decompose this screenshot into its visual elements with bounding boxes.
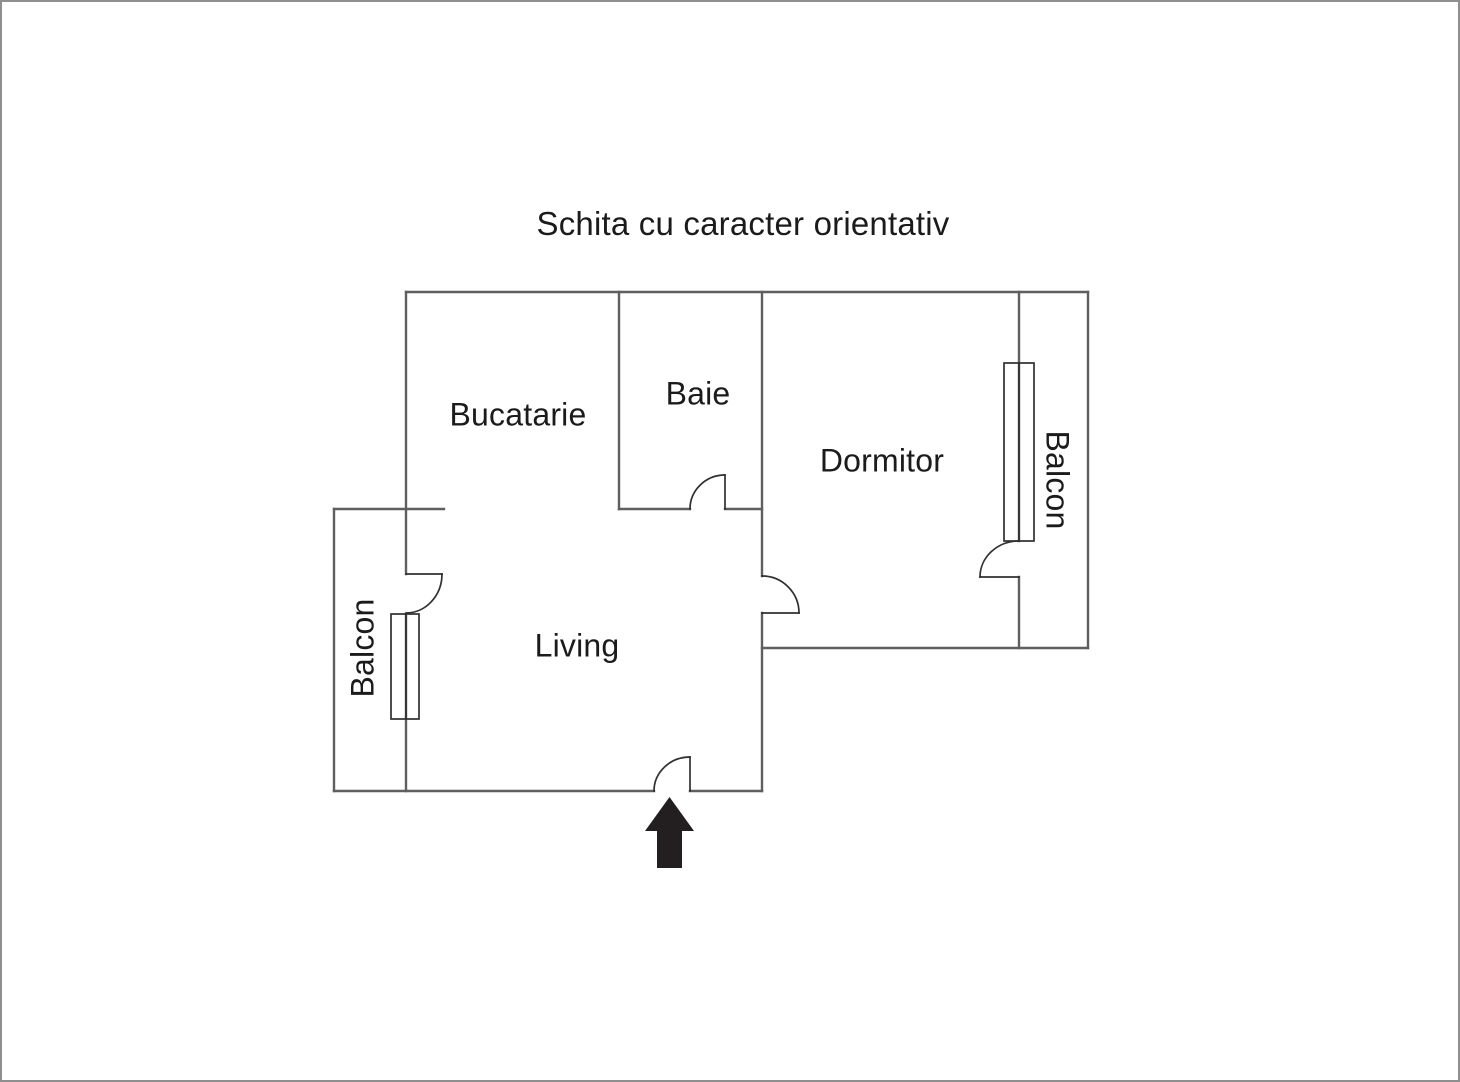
entrance-arrow-icon: [645, 797, 694, 868]
bathroom-door-arc: [689, 474, 726, 510]
balcony-left-door-arc: [405, 573, 443, 614]
room-label-balcony-right: Balcon: [1039, 430, 1076, 530]
room-label-balcony-left: Balcon: [344, 598, 381, 698]
walls: [332, 290, 1090, 793]
page-title: Schita cu caracter orientativ: [536, 205, 950, 242]
room-label-bathroom: Baie: [665, 375, 731, 412]
entrance-door-arc: [653, 756, 691, 792]
room-label-kitchen: Bucatarie: [449, 396, 587, 433]
bedroom-door-arc: [761, 575, 800, 614]
openings: [390, 362, 1035, 792]
balcony-right-door-arc: [979, 540, 1020, 578]
room-label-living: Living: [534, 627, 620, 664]
balcony-left-window: [390, 613, 420, 720]
room-label-bedroom: Dormitor: [819, 442, 945, 479]
